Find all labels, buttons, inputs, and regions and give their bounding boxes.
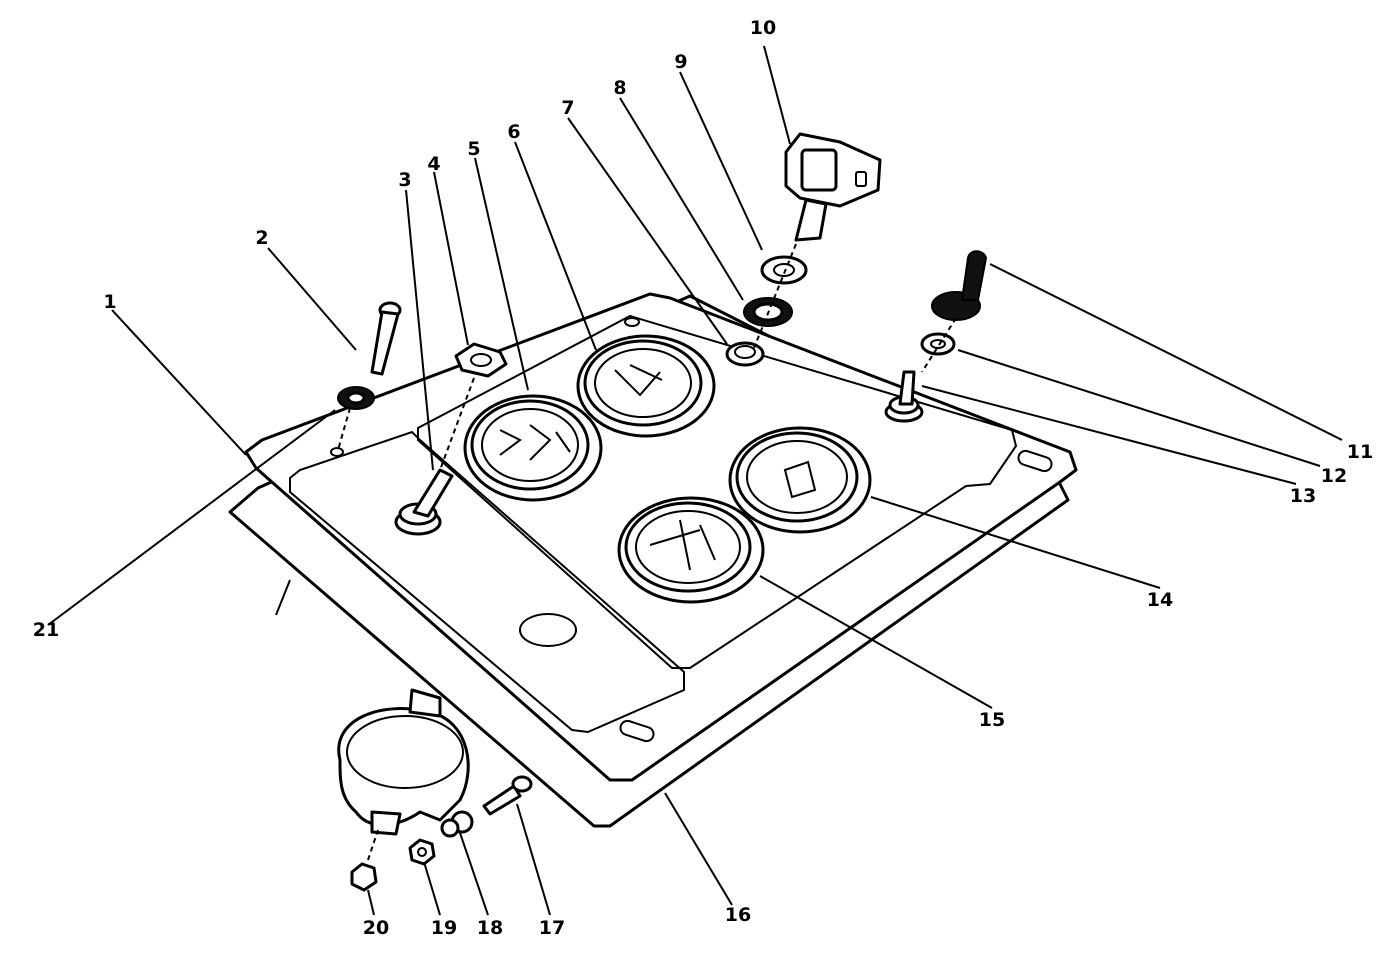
gauge-clamp bbox=[337, 688, 474, 838]
callout-16: 16 bbox=[725, 904, 751, 926]
callout-14: 14 bbox=[1147, 589, 1173, 611]
washer-21 bbox=[337, 386, 375, 410]
clamp-bolt bbox=[482, 775, 533, 816]
screw-top bbox=[370, 301, 402, 376]
callout-21: 21 bbox=[33, 619, 59, 641]
gauge-15 bbox=[617, 496, 765, 604]
callout-9: 9 bbox=[674, 51, 687, 73]
ignition-centerline bbox=[753, 243, 797, 349]
switch-bushing bbox=[725, 341, 765, 367]
callout-labels: 1 2 3 4 5 6 7 8 9 10 11 12 13 14 15 16 1… bbox=[33, 17, 1373, 939]
switch-nut bbox=[760, 255, 808, 285]
callout-6: 6 bbox=[507, 121, 520, 143]
callout-3: 3 bbox=[398, 169, 411, 191]
callout-4: 4 bbox=[427, 153, 440, 175]
gauge-14 bbox=[728, 426, 872, 534]
callout-10: 10 bbox=[750, 17, 776, 39]
left-toggle-centerline bbox=[439, 377, 475, 471]
toggle-nut bbox=[920, 332, 956, 356]
toggle-right-centerline bbox=[921, 317, 957, 373]
callout-7: 7 bbox=[561, 97, 574, 119]
callout-11: 11 bbox=[1347, 441, 1373, 463]
callout-1: 1 bbox=[103, 291, 116, 313]
callout-8: 8 bbox=[613, 77, 626, 99]
callout-13: 13 bbox=[1290, 485, 1316, 507]
callout-20: 20 bbox=[363, 917, 389, 939]
callout-17: 17 bbox=[539, 917, 565, 939]
callout-12: 12 bbox=[1321, 465, 1347, 487]
callout-2: 2 bbox=[255, 227, 268, 249]
callout-19: 19 bbox=[431, 917, 457, 939]
clamp-nut bbox=[408, 838, 436, 866]
callout-15: 15 bbox=[979, 709, 1005, 731]
toggle-switch-right bbox=[884, 370, 924, 423]
hex-nut bbox=[454, 342, 508, 378]
clamp-screw bbox=[350, 829, 379, 892]
callout-5: 5 bbox=[467, 138, 480, 160]
callout-18: 18 bbox=[477, 917, 503, 939]
screw-centerline bbox=[337, 407, 351, 451]
toggle-boot bbox=[931, 250, 988, 321]
gauge-6 bbox=[576, 334, 716, 438]
gauge-5 bbox=[463, 394, 603, 502]
leader-lines bbox=[47, 45, 1343, 916]
ignition-key-switch bbox=[784, 132, 882, 242]
toggle-switch-left bbox=[394, 468, 454, 536]
